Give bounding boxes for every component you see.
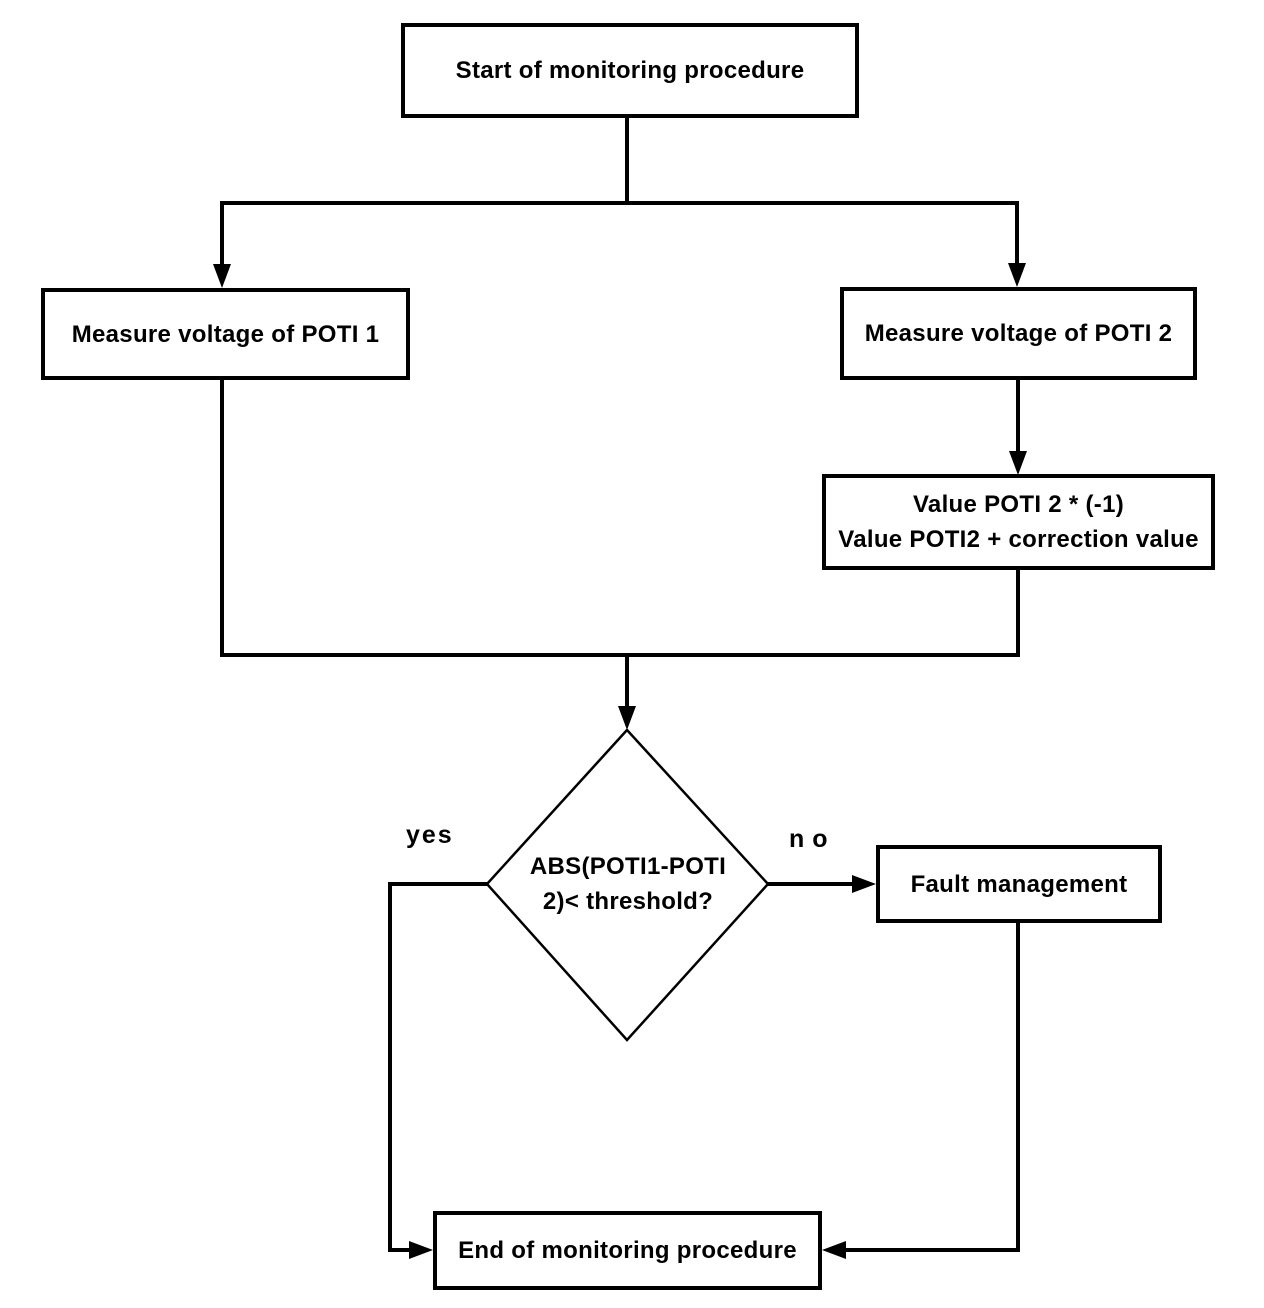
- node-end: End of monitoring procedure: [433, 1211, 822, 1290]
- node-fault-management-label: Fault management: [910, 870, 1128, 898]
- node-measure-poti2-label: Measure voltage of POTI 2: [864, 320, 1173, 347]
- node-decision-line1: ABS(POTI1-POTI: [529, 853, 727, 880]
- arrowhead-down-value: [1009, 451, 1027, 475]
- node-value-correction-line1: Value POTI 2 * (-1): [912, 491, 1125, 518]
- decision-diamond-shape: [485, 728, 770, 1042]
- node-measure-poti2: Measure voltage of POTI 2: [840, 287, 1197, 380]
- node-decision-text: ABS(POTI1-POTI 2)< threshold?: [497, 849, 759, 919]
- arrowhead-right-fault: [852, 875, 876, 893]
- arrowhead-right-end: [409, 1241, 433, 1259]
- node-measure-poti1-label: Measure voltage of POTI 1: [71, 320, 380, 348]
- node-start: Start of monitoring procedure: [401, 23, 859, 118]
- node-end-label: End of monitoring procedure: [458, 1237, 797, 1264]
- arrowhead-down-measure1: [213, 264, 231, 288]
- arrowhead-down-measure2: [1008, 263, 1026, 287]
- node-start-label: Start of monitoring procedure: [455, 57, 805, 84]
- arrowhead-left-end: [822, 1241, 846, 1259]
- node-decision-line2: 2)< threshold?: [542, 888, 714, 915]
- node-value-correction-line2: Value POTI2 + correction value: [838, 526, 1199, 553]
- arrowhead-down-decision: [618, 706, 636, 730]
- edge-label-yes: yes: [406, 821, 454, 849]
- node-fault-management: Fault management: [876, 845, 1162, 923]
- edge-label-no: no: [789, 825, 836, 853]
- node-measure-poti1: Measure voltage of POTI 1: [41, 288, 410, 380]
- node-value-correction: Value POTI 2 * (-1) Value POTI2 + correc…: [822, 474, 1215, 570]
